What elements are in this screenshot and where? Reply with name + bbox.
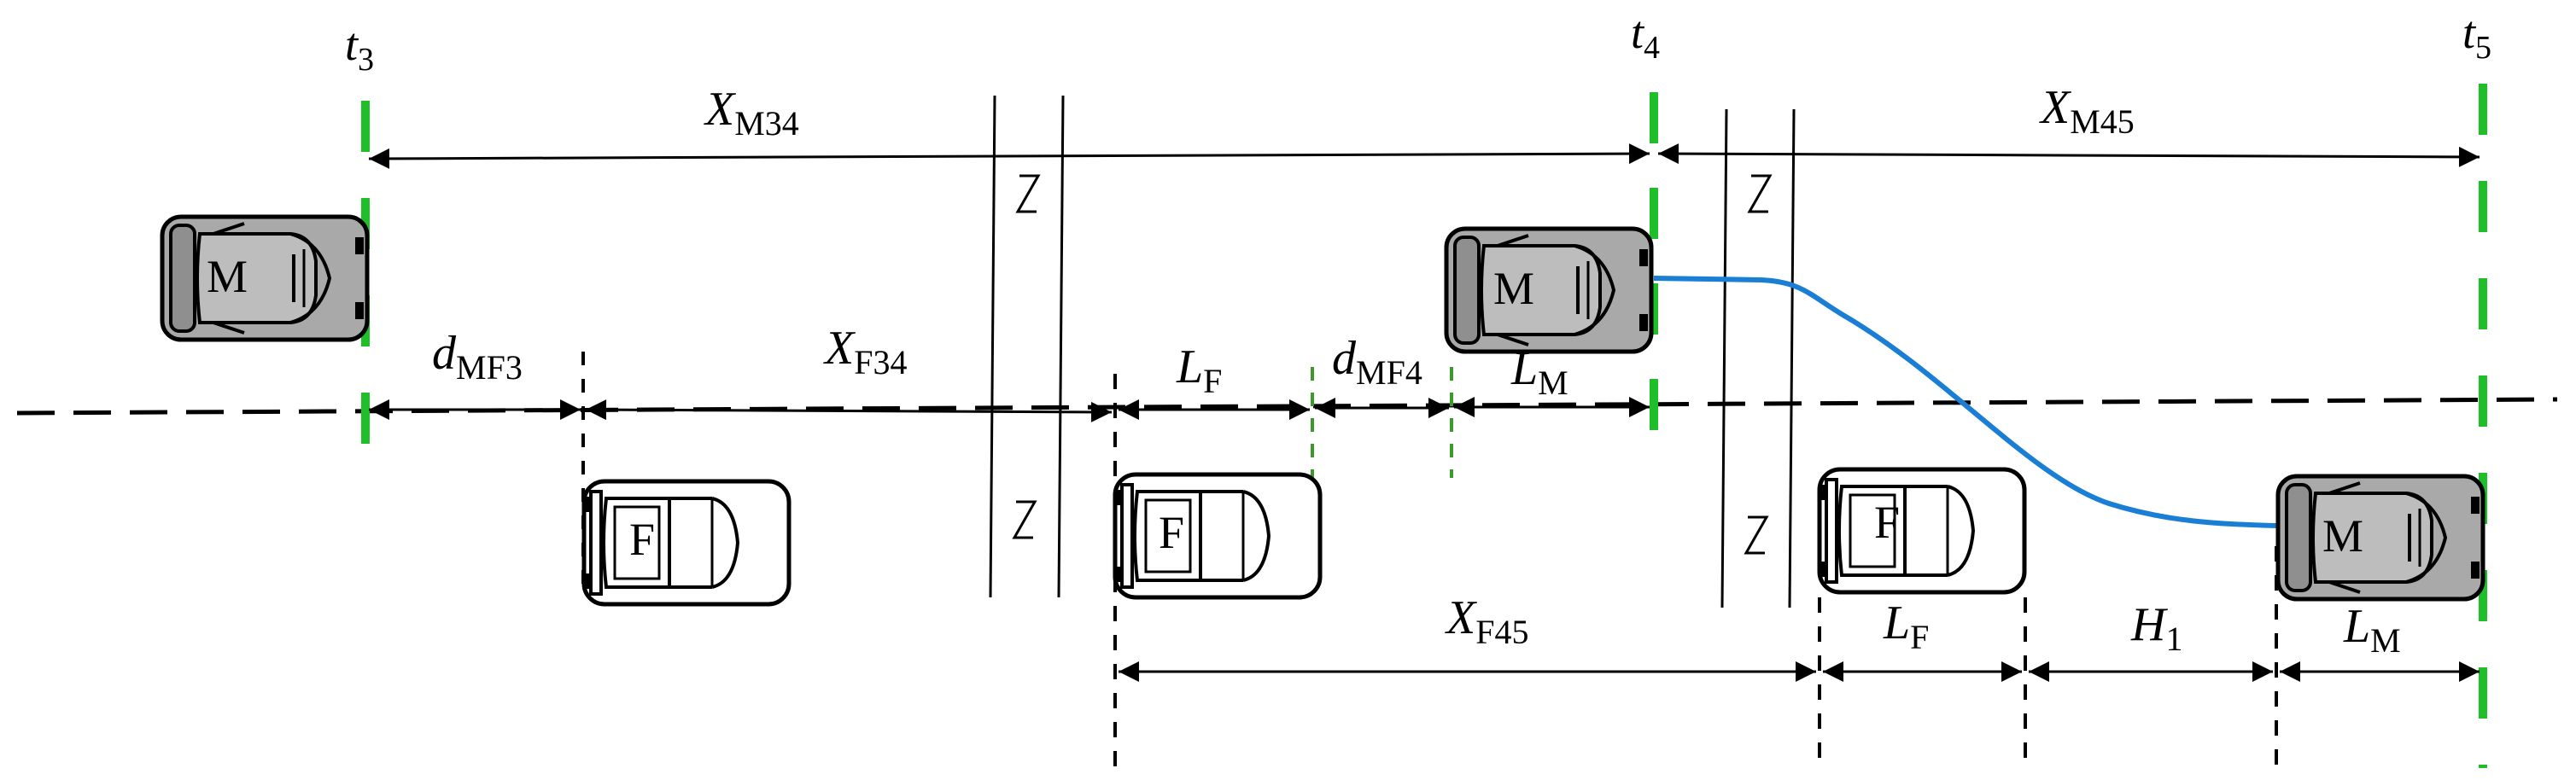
merging-car-icon: [1446, 229, 1651, 352]
merging-car-label: M: [2322, 510, 2363, 562]
road-break-right: [1720, 108, 1796, 608]
label-lm-bottom: LM: [2343, 600, 2401, 660]
label-h1: H1: [2130, 598, 2182, 658]
label-dmf3: dMF3: [432, 327, 523, 387]
merging-car-label: M: [1493, 263, 1534, 314]
following-car-t4: F: [1115, 474, 1320, 597]
arrow-xm34: [368, 143, 1650, 169]
label-xm45: XM45: [2039, 81, 2135, 141]
label-t5: t5: [2462, 7, 2491, 66]
merging-car-t4: M: [1446, 229, 1651, 352]
arrow-xm45: [1657, 143, 2480, 167]
label-dmf4: dMF4: [1332, 332, 1422, 392]
following-car-label: F: [1159, 507, 1184, 558]
label-t4: t4: [1631, 7, 1660, 66]
following-car-t5: F: [1820, 469, 2024, 592]
lane-divider: [16, 397, 2558, 416]
merging-car-label: M: [207, 251, 248, 302]
label-lm-mid: LM: [1510, 342, 1568, 402]
road-break-zigzag-icon: [1748, 174, 1772, 213]
following-car-label: F: [1874, 497, 1900, 548]
label-xm34: XM34: [704, 83, 799, 143]
road-break-left: [989, 95, 1065, 598]
label-lf-bottom: LF: [1883, 597, 1929, 656]
following-car-icon: [1115, 474, 1320, 597]
merging-car-icon: [2278, 476, 2483, 599]
following-car-t3: F: [584, 481, 789, 604]
label-xf34: XF34: [823, 322, 907, 381]
road-break-zigzag-icon: [1013, 500, 1037, 539]
label-t3: t3: [345, 19, 374, 78]
merging-trajectory: [1653, 276, 2277, 528]
following-car-icon: [584, 481, 789, 604]
following-car-icon: [1820, 469, 2024, 592]
merging-car-icon: [162, 217, 367, 340]
merging-car-t3: M: [162, 217, 367, 340]
following-car-label: F: [629, 514, 655, 565]
label-xf45: XF45: [1445, 591, 1528, 651]
merging-car-t5: M: [2278, 476, 2483, 599]
label-lf-mid: LF: [1176, 341, 1222, 400]
road-break-zigzag-icon: [1016, 174, 1040, 213]
road-break-zigzag-icon: [1744, 515, 1768, 555]
arrow-xf34: [585, 399, 1113, 422]
